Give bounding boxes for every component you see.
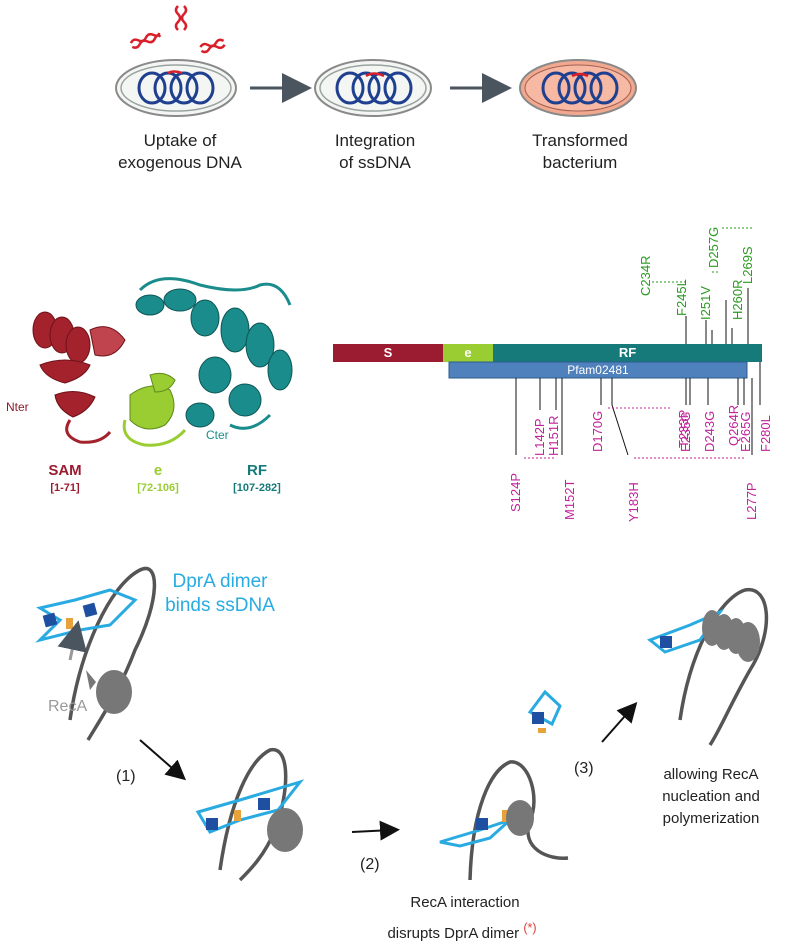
- interaction-line2: disrupts DprA dimer: [387, 925, 520, 942]
- mutation-top: D257G: [706, 226, 721, 268]
- final-reca-filament: [647, 588, 769, 746]
- sam-domain-name: SAM: [48, 462, 82, 479]
- result-label: allowing RecA nucleation and polymerizat…: [662, 766, 760, 827]
- arrow-step3: [601, 702, 638, 743]
- mutation-bottom: Y183H: [626, 482, 641, 522]
- mutation-bottom: S124P: [508, 472, 523, 512]
- domain-bar: [333, 344, 762, 379]
- mutation-bottom: D170G: [590, 410, 605, 452]
- bar-label-s: S: [383, 345, 393, 360]
- rf-domain-range: [107-282]: [233, 482, 281, 494]
- mutation-bottom: E235G: [678, 411, 693, 452]
- arrow-step1: [139, 739, 187, 781]
- exogenous-dna-fragments: [129, 5, 226, 54]
- top-mutation-links: [652, 227, 752, 283]
- mutation-top: I251V: [698, 286, 713, 320]
- mutation-bottom: E265G: [738, 411, 753, 452]
- bar-label-rf: RF: [618, 345, 637, 360]
- mutation-bottom: M152T: [562, 479, 577, 520]
- cter-label: Cter: [206, 428, 229, 442]
- caption-integration: Integration of ssDNA: [334, 131, 416, 172]
- nter-label: Nter: [6, 400, 29, 414]
- interaction-line1: RecA interaction: [410, 894, 520, 911]
- bacterium-cell-3: [519, 59, 637, 117]
- sam-domain-range: [1-71]: [50, 482, 80, 494]
- asterisk-note: (*): [523, 921, 537, 935]
- top-mutation-ticks: [685, 288, 749, 344]
- bottom-mutation-ticks: [515, 362, 761, 456]
- reca-label: RecA: [48, 698, 88, 715]
- mutation-top: C234R: [638, 255, 653, 296]
- step2-label: (2): [360, 856, 380, 873]
- step1-label: (1): [116, 768, 136, 785]
- interaction-line2-wrap: disrupts DprA dimer (*): [352, 918, 572, 944]
- mutation-top: L269S: [740, 246, 755, 284]
- bacterium-cell-1: [115, 59, 237, 117]
- e-domain-range: [72-106]: [137, 482, 179, 494]
- step3-label: (3): [574, 760, 594, 777]
- pfam-label: Pfam02481: [567, 363, 629, 377]
- mutation-bottom: D243G: [702, 410, 717, 452]
- arrow-step2: [351, 820, 400, 841]
- caption-uptake: Uptake of exogenous DNA: [118, 131, 242, 172]
- bacterium-cell-2: [314, 59, 432, 117]
- dimer-label: DprA dimer binds ssDNA: [165, 571, 275, 616]
- mutation-bottom: L142P: [532, 418, 547, 456]
- mutation-bottom: H151R: [546, 415, 561, 456]
- bottom-mutation-links: [524, 407, 746, 459]
- protein-structure-sketch: [32, 277, 293, 447]
- caption-transformed: Transformed bacterium: [532, 131, 628, 172]
- rf-domain-name: RF: [247, 462, 267, 479]
- bar-label-e: e: [464, 345, 472, 360]
- step3-complex: [439, 689, 569, 881]
- step1-complex: [35, 566, 157, 741]
- step2-complex: [195, 748, 305, 882]
- e-domain-name: e: [153, 462, 163, 479]
- mutation-bottom: L277P: [744, 482, 759, 520]
- mutation-top: F245L: [674, 279, 689, 316]
- mutation-bottom: F280L: [758, 415, 773, 452]
- mutation-top: H260R: [730, 279, 745, 320]
